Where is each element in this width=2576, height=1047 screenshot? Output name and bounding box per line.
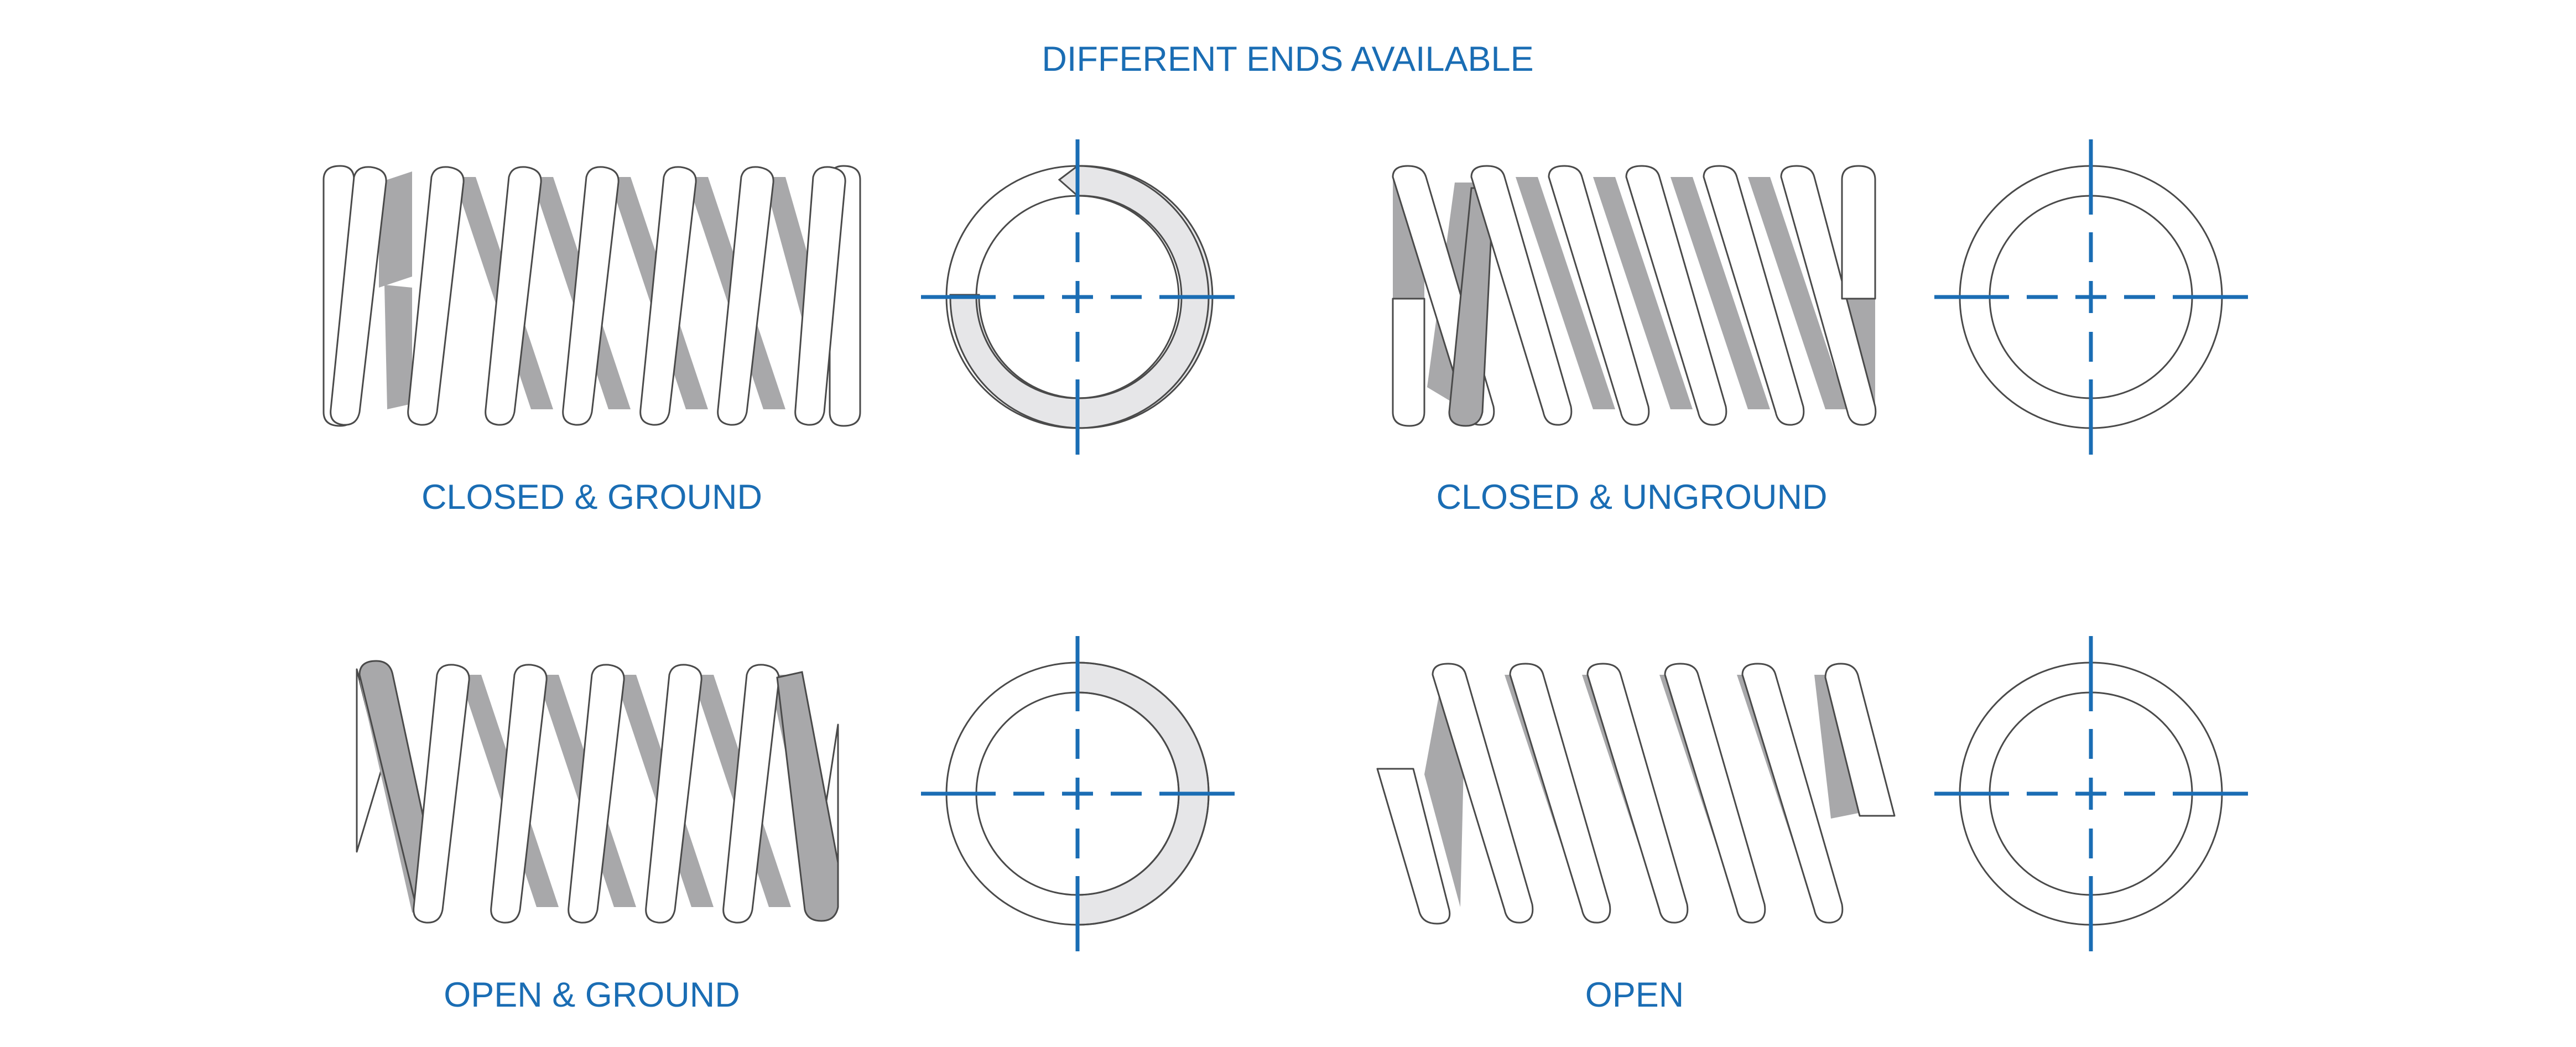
open-ground-label: OPEN & GROUND — [444, 976, 740, 1014]
open-end-view — [1934, 636, 2248, 951]
open-ground-spring-side-view — [356, 660, 839, 924]
crosshair-icon — [1934, 139, 2248, 455]
closed-ground-section: CLOSED & GROUND — [322, 139, 1235, 517]
crosshair-icon — [1934, 636, 2248, 951]
crosshair-icon — [921, 636, 1235, 951]
open-ground-end-view — [921, 636, 1235, 951]
open-spring-side-view — [1376, 663, 1896, 925]
closed-unground-spring-side-view — [1392, 165, 1877, 427]
closed-ground-spring-side-view — [322, 165, 861, 427]
closed-ground-label: CLOSED & GROUND — [421, 478, 762, 517]
crosshair-icon — [921, 139, 1235, 455]
diagram-title: DIFFERENT ENDS AVAILABLE — [1042, 40, 1533, 79]
closed-unground-end-view — [1934, 139, 2248, 455]
closed-ground-end-view — [921, 139, 1235, 455]
closed-unground-label: CLOSED & UNGROUND — [1436, 478, 1827, 517]
closed-unground-section: CLOSED & UNGROUND — [1392, 139, 2248, 517]
open-section: OPEN — [1376, 636, 2248, 1014]
open-ground-section: OPEN & GROUND — [356, 636, 1235, 1014]
open-label: OPEN — [1585, 976, 1684, 1014]
